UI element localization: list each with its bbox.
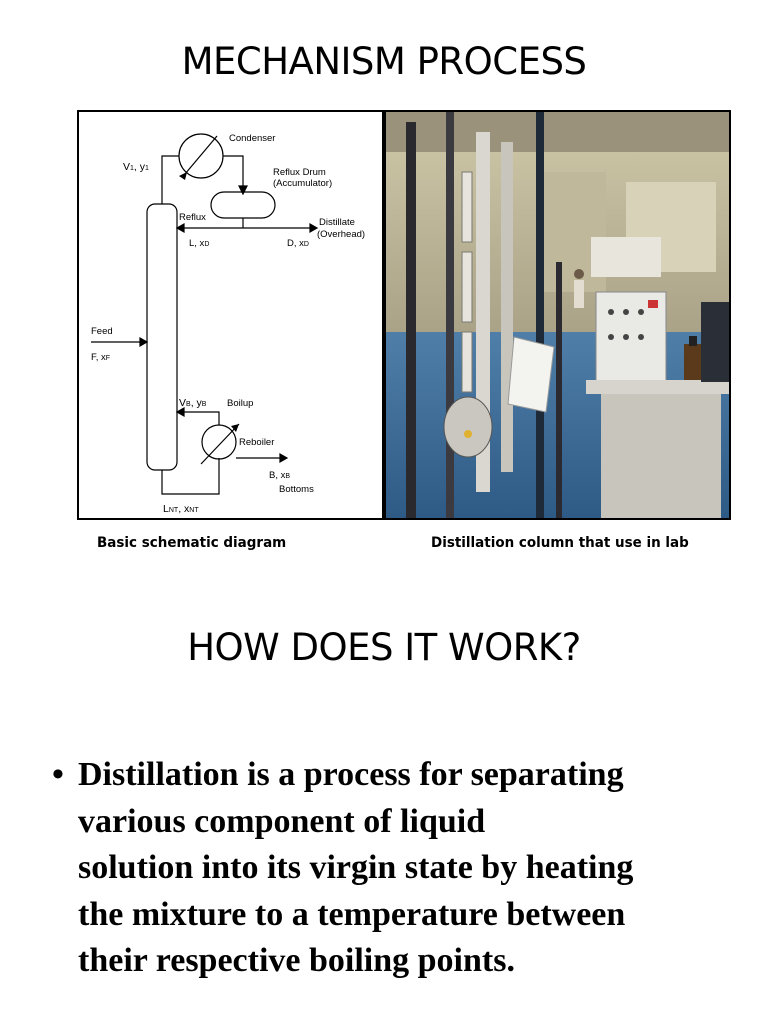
feed-label: Feed (91, 326, 113, 337)
schematic-caption: Basic schematic diagram (97, 535, 286, 551)
section-title: HOW DOES IT WORK? (0, 626, 768, 669)
reboiler-icon (202, 425, 236, 459)
distillation-column (147, 204, 177, 470)
boilup-label: Boilup (227, 398, 253, 409)
schematic-diagram: Condenser Reflux Drum (Accumulator) V1, … (77, 110, 384, 520)
accumulator-label: (Accumulator) (273, 178, 332, 189)
b-xb-label: B, xB (269, 470, 290, 481)
reflux-drum (211, 192, 275, 218)
condenser-label: Condenser (229, 133, 275, 144)
bullet-icon: • (52, 752, 64, 798)
vapor-line (162, 156, 179, 204)
bottoms-line (162, 458, 219, 494)
d-xd-label: D, xD (287, 238, 309, 249)
distillate-label: Distillate (319, 217, 355, 228)
reflux-label: Reflux (179, 212, 206, 223)
lnt-xnt-label: LNT, xNT (163, 503, 199, 515)
l-xd-label: L, xD (189, 238, 209, 249)
bottoms-label: Bottoms (279, 484, 314, 495)
overhead-label: (Overhead) (317, 229, 365, 240)
lab-photo (384, 110, 731, 520)
distillation-schematic: Condenser Reflux Drum (Accumulator) V1, … (79, 112, 382, 518)
photo-caption: Distillation column that use in lab (431, 535, 689, 551)
slide-title: MECHANISM PROCESS (0, 40, 768, 83)
condenser-icon (179, 134, 223, 178)
vb-yb-label: VB, yB (179, 397, 207, 409)
lab-photo-illustration (386, 112, 729, 518)
f-xf-label: F, xF (91, 352, 110, 363)
reflux-drum-label: Reflux Drum (273, 167, 326, 178)
bullet-text: Distillation is a process for separating… (78, 752, 746, 985)
reboiler-label: Reboiler (239, 437, 274, 448)
v1-y1-label: V1, y1 (123, 161, 149, 173)
condenser-arrow (185, 136, 217, 174)
